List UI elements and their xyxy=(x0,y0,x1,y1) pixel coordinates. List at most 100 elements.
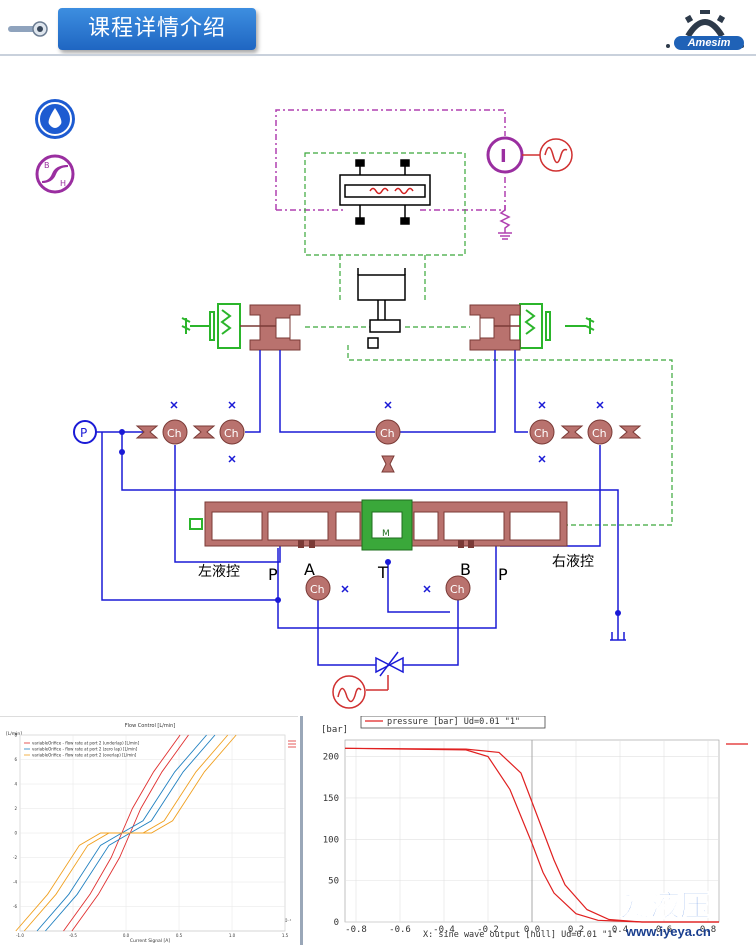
check-valve-2: Ch xyxy=(219,419,245,445)
legend-item-overlap: variableOrifice - flow rate at port 2 (o… xyxy=(32,753,137,758)
right-xtick-label: 0.2 xyxy=(568,925,584,935)
pin-icon xyxy=(8,21,48,37)
resistor-ground xyxy=(498,205,512,240)
plug-markers xyxy=(170,401,604,593)
torque-motor xyxy=(339,159,431,225)
port-p-right-label: P xyxy=(498,565,508,584)
right-xtick-label: -0.4 xyxy=(433,925,455,935)
check-valve-3: Ch xyxy=(375,419,401,445)
check-valves: Ch Ch Ch Ch Ch Ch Ch xyxy=(162,419,613,601)
hydraulic-circuit-diagram: B H I xyxy=(35,99,673,709)
hysteresis-icon[interactable]: B H xyxy=(35,154,75,194)
check-valve-7: Ch xyxy=(445,575,471,601)
nozzle-flapper xyxy=(357,268,406,349)
main-spool-valve: M xyxy=(189,499,568,551)
current-source-label: I xyxy=(500,146,507,167)
left-xtick-label: 0.0 xyxy=(123,933,130,938)
left-pilot-piston xyxy=(240,304,301,351)
left-ytick-label: -2 xyxy=(13,855,17,860)
right-plot-yunit: [bar] xyxy=(321,725,348,735)
pressure-source-icon[interactable]: P xyxy=(73,420,102,444)
right-xtick-label: -0.6 xyxy=(389,925,411,935)
ch-label: Ch xyxy=(224,427,239,440)
left-plot-legend: variableOrifice - flow rate at port 2 (u… xyxy=(24,741,140,758)
ch-label: Ch xyxy=(310,583,325,596)
left-plot-series xyxy=(15,734,237,932)
right-ytick-label: 200 xyxy=(323,753,339,763)
right-ytick-label: 0 xyxy=(334,918,339,928)
watermark-url: www.iyeya.cn xyxy=(625,924,711,939)
junction-dots xyxy=(119,429,621,616)
right-ytick-label: 100 xyxy=(323,835,339,845)
ch-label: Ch xyxy=(450,583,465,596)
ch-label: Ch xyxy=(380,427,395,440)
flow-control-plot-panel: Flow Control [L/min] [L/min] Current Sig… xyxy=(0,716,298,946)
mechanical-dashed-lines xyxy=(304,152,673,526)
left-xtick-label: 1.5 xyxy=(282,933,289,938)
hyst-h-label: H xyxy=(60,179,66,188)
legend-item-zerolap: variableOrifice - flow rate at port 2 (z… xyxy=(32,747,138,752)
left-plot-x-exponent: x10⁻¹ xyxy=(280,918,292,923)
page-title: 课程详情介绍 xyxy=(58,8,256,50)
check-valve-6: Ch xyxy=(305,575,331,601)
right-xtick-label: -0.8 xyxy=(345,925,367,935)
right-xtick-label: 0.8 xyxy=(700,925,716,935)
pressure-source-label: P xyxy=(80,426,87,440)
check-valve-1: Ch xyxy=(162,419,188,445)
sine-signal-source-icon[interactable] xyxy=(332,675,366,709)
right-spring-mass xyxy=(519,303,595,349)
pressure-plot: pressure [bar] Ud=0.01 "1" [bar] 2001501… xyxy=(321,715,748,940)
left-ytick-label: 8 xyxy=(14,733,17,738)
right-plot-xlabel: X: sine wave output [null] Ud=0.01 "1" xyxy=(423,930,617,940)
check-valve-5: Ch xyxy=(587,419,613,445)
right-plot-legend-box xyxy=(360,715,546,729)
right-ytick-label: 50 xyxy=(328,877,339,887)
left-ytick-label: 4 xyxy=(14,782,17,787)
variable-orifice xyxy=(366,651,404,691)
hydraulic-fluid-icon[interactable] xyxy=(35,99,75,139)
left-control-label: 左液控 xyxy=(198,564,240,580)
left-plot-side-legend-marks xyxy=(288,740,296,748)
ch-label: Ch xyxy=(167,427,182,440)
port-t-label: T xyxy=(377,563,388,582)
left-plot-ylabel: [L/min] xyxy=(6,731,22,737)
check-valve-4: Ch xyxy=(529,419,555,445)
left-plot-title: Flow Control [L/min] xyxy=(125,723,176,729)
right-xtick-label: 0.6 xyxy=(656,925,672,935)
left-ytick-label: 6 xyxy=(14,757,17,762)
ch-label: Ch xyxy=(534,427,549,440)
port-a-label: A xyxy=(304,560,315,579)
left-ytick-label: 0 xyxy=(14,831,17,836)
right-xtick-label: -0.2 xyxy=(477,925,499,935)
right-plot-series xyxy=(344,747,719,923)
left-plot-grid xyxy=(19,734,286,931)
left-plot-xlabel: Current Signal [A] xyxy=(130,938,170,944)
left-xtick-label: 1.0 xyxy=(229,933,236,938)
flow-control-plot: Flow Control [L/min] [L/min] Current Sig… xyxy=(6,723,296,944)
right-xtick-label: 0.0 xyxy=(524,925,540,935)
iyeya-watermark: 爱液压 www.iyeya.cn xyxy=(620,889,711,940)
ch-label: Ch xyxy=(592,427,607,440)
header-divider xyxy=(0,54,756,56)
right-series-line xyxy=(344,747,719,923)
hyst-b-label: B xyxy=(44,161,50,170)
left-ytick-label: -6 xyxy=(13,904,17,909)
right-xtick-label: 0.4 xyxy=(612,925,628,935)
right-plot-grid xyxy=(345,740,719,923)
logo-text: Amesim xyxy=(674,36,744,50)
port-p-left-label: P xyxy=(268,565,278,584)
watermark-main: 爱液压 xyxy=(620,889,710,924)
current-source-icon[interactable]: I xyxy=(486,136,573,174)
right-control-label: 右液控 xyxy=(552,554,594,570)
right-plot-legend: pressure [bar] Ud=0.01 "1" xyxy=(387,717,520,727)
legend-item-underlap: variableOrifice - flow rate at port 2 (u… xyxy=(32,741,140,746)
orifices xyxy=(135,425,642,473)
right-series-line xyxy=(344,747,719,923)
port-b-label: B xyxy=(460,560,471,579)
left-xtick-label: -1.0 xyxy=(16,933,24,938)
left-xtick-label: -0.5 xyxy=(69,933,77,938)
mass-label: M xyxy=(382,529,390,539)
